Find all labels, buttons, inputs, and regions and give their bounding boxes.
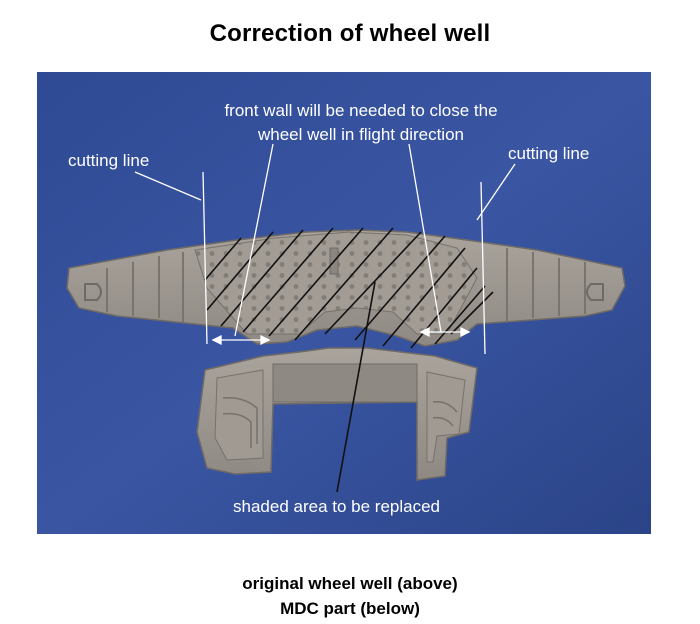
front-wall-annotation: front wall will be needed to close the w… [185, 101, 537, 145]
cutting-line-left-label: cutting line [68, 151, 150, 170]
page-title: Correction of wheel well [209, 20, 491, 47]
annotation-pointers [134, 143, 516, 493]
shaded-area-hatching [204, 227, 494, 349]
front-wall-annotation-line1: front wall will be needed to close the [224, 101, 498, 120]
caption-original: original wheel well (above) [242, 574, 458, 593]
shaded-area-label: shaded area to be replaced [233, 497, 440, 516]
caption-mdc: MDC part (below) [280, 599, 420, 618]
cutting-line-right-label: cutting line [508, 144, 590, 163]
front-wall-annotation-line2: wheel well in flight direction [258, 125, 464, 144]
wheel-well-photo [37, 72, 651, 534]
mdc-replacement-part [196, 347, 478, 481]
photo-illustration [37, 72, 651, 534]
